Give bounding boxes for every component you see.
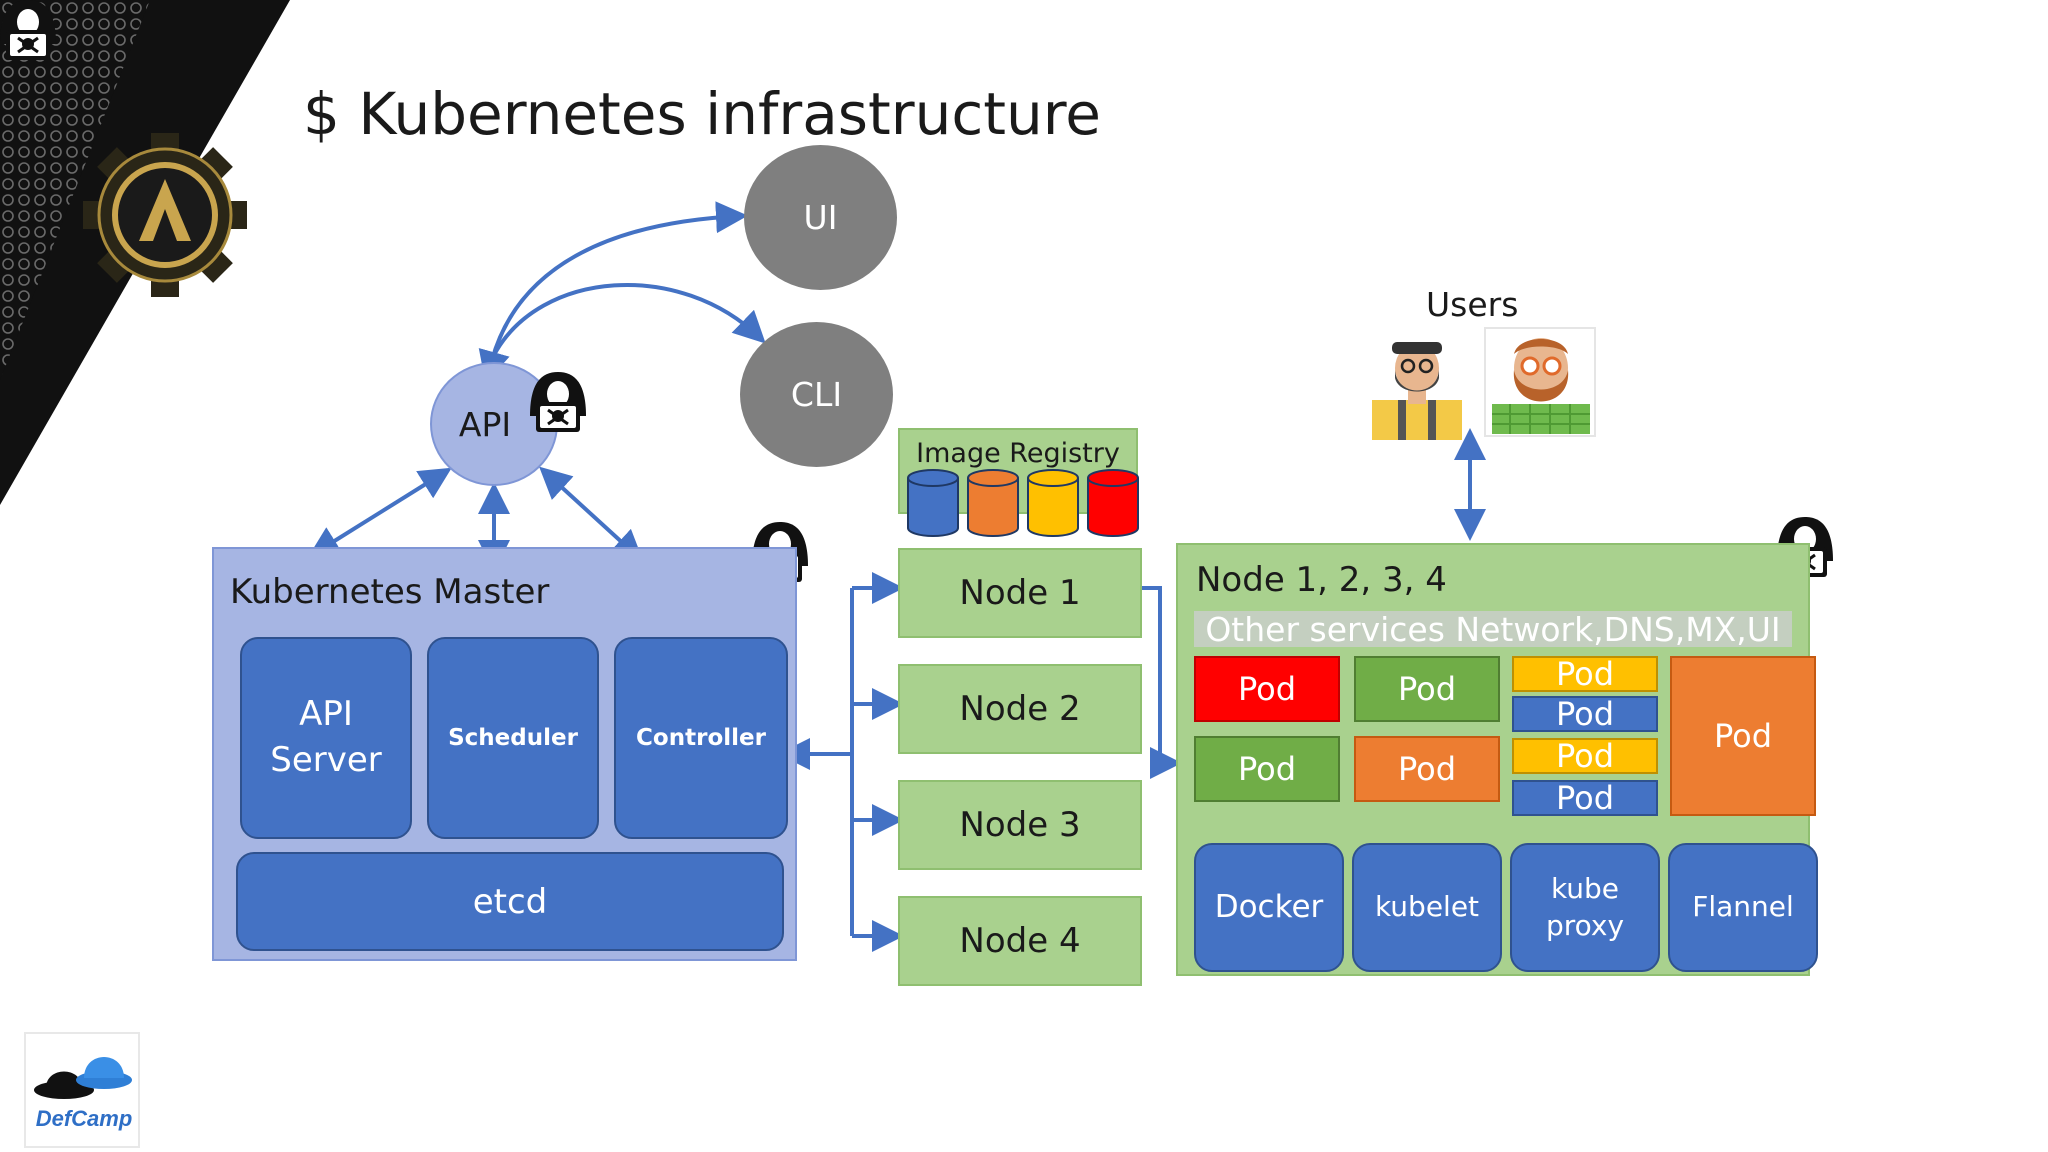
- kube-proxy-line2: proxy: [1545, 908, 1625, 942]
- docker-box[interactable]: Docker: [1194, 843, 1344, 972]
- kube-proxy-box[interactable]: kube proxy: [1510, 843, 1660, 972]
- pod-label: Pod: [1555, 655, 1615, 693]
- node-4-box[interactable]: Node 4: [898, 896, 1142, 986]
- pod-label: Pod: [1237, 750, 1297, 788]
- other-services-bar: Other services Network,DNS,MX,UI: [1194, 610, 1792, 649]
- node-3-box[interactable]: Node 3: [898, 780, 1142, 870]
- ui-label: UI: [803, 198, 838, 237]
- pod-label: Pod: [1555, 779, 1615, 817]
- api-server-line1: API: [299, 694, 353, 735]
- flannel-label: Flannel: [1692, 890, 1794, 924]
- etcd-label: etcd: [472, 881, 548, 922]
- pod-label: Pod: [1713, 717, 1773, 755]
- worker-nodes-title: Node 1, 2, 3, 4: [1196, 560, 1447, 600]
- pod-red[interactable]: Pod: [1194, 656, 1340, 722]
- image-registry-label: Image Registry: [916, 438, 1120, 469]
- api-server-line2: Server: [270, 740, 382, 780]
- node-2-label: Node 2: [959, 689, 1081, 729]
- node-1-label: Node 1: [959, 573, 1081, 613]
- scheduler-label: Scheduler: [448, 725, 578, 751]
- node-4-label: Node 4: [959, 921, 1081, 961]
- pod-label: Pod: [1555, 695, 1615, 733]
- pod-label: Pod: [1397, 750, 1457, 788]
- pod-orange-1[interactable]: Pod: [1354, 736, 1500, 802]
- user-avatar-icon: [1492, 338, 1590, 434]
- hacker-icon: [0, 0, 56, 60]
- kubelet-box[interactable]: kubelet: [1352, 843, 1502, 972]
- ui-circle[interactable]: UI: [744, 145, 897, 290]
- node-2-box[interactable]: Node 2: [898, 664, 1142, 754]
- scheduler-box[interactable]: Scheduler: [427, 637, 599, 839]
- api-label: API: [458, 404, 512, 444]
- flannel-box[interactable]: Flannel: [1668, 843, 1818, 972]
- pod-label: Pod: [1237, 670, 1297, 708]
- database-icon: [1027, 469, 1079, 537]
- kube-proxy-line1: kube: [1550, 872, 1620, 906]
- api-server-box[interactable]: API Server: [240, 637, 412, 839]
- controller-label: Controller: [636, 725, 766, 751]
- controller-box[interactable]: Controller: [614, 637, 788, 839]
- etcd-box[interactable]: etcd: [236, 852, 784, 951]
- users-label: Users: [1426, 285, 1519, 324]
- cli-label: CLI: [790, 375, 843, 414]
- docker-label: Docker: [1214, 889, 1324, 926]
- pod-yellow-1[interactable]: Pod: [1512, 655, 1658, 693]
- database-icon: [967, 469, 1019, 537]
- pod-green-2[interactable]: Pod: [1194, 736, 1340, 802]
- pod-label: Pod: [1555, 737, 1615, 775]
- database-icon: [907, 469, 959, 537]
- pod-blue-2[interactable]: Pod: [1512, 779, 1658, 817]
- kubelet-label: kubelet: [1374, 890, 1480, 924]
- page-title: $ Kubernetes infrastructure: [303, 80, 1101, 148]
- pod-label: Pod: [1397, 670, 1457, 708]
- pod-orange-large[interactable]: Pod: [1670, 656, 1816, 816]
- defcamp-logo-icon: DefCamp: [34, 1057, 133, 1131]
- user-avatar-icon: [1372, 342, 1462, 440]
- svg-text:DefCamp: DefCamp: [36, 1106, 133, 1131]
- database-icon: [1087, 469, 1139, 537]
- node-1-box[interactable]: Node 1: [898, 548, 1142, 638]
- pod-blue-1[interactable]: Pod: [1512, 695, 1658, 733]
- pod-yellow-2[interactable]: Pod: [1512, 737, 1658, 775]
- node-3-label: Node 3: [959, 805, 1081, 845]
- pod-green-1[interactable]: Pod: [1354, 656, 1500, 722]
- kubernetes-master-title: Kubernetes Master: [230, 572, 550, 612]
- defcamp-logo: DefCamp: [24, 1032, 140, 1148]
- cli-circle[interactable]: CLI: [740, 322, 893, 467]
